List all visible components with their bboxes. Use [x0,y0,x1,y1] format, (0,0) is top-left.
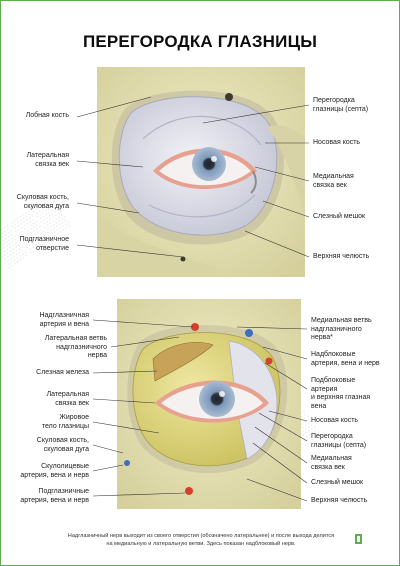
publisher-logo [355,534,362,544]
label-zygomaticofacial-vessels: Скулолицевые артерия, вена и нерв [20,463,89,479]
label-lateral-supraorbital-branch: Латеральная ветвь надглазничного нерва [44,335,107,359]
label-orbital-fat: Жировое тело глазницы [41,414,89,430]
infraorbital-foramen [180,256,186,262]
nasal-bone [267,125,305,217]
lacrimal-gland [152,342,214,382]
label-lateral-palpebral-ligament: Латеральная связка век [26,152,69,168]
supratrochlear-vessels [245,329,253,337]
zygoma [97,217,217,277]
footer-note: Надглазничный нерв выходит из своего отв… [67,533,335,547]
label-lacrimal-sac: Слезный мешок [313,213,366,220]
label-infraorbital-vessels: Подглазничные артерия, вена и нерв [20,488,89,504]
label-infratrochlear-vessels: Подблоковые артерия и верхняя глазная ве… [311,377,371,410]
iris [199,381,235,417]
label-lacrimal-gland: Слезная железа [36,369,89,376]
lower-fold [148,194,256,218]
bottom-illustration [117,299,301,509]
infratrochlear-vessels [265,357,273,365]
label-medial-palpebral-ligament: Медиальная связка век [313,173,354,189]
label-lateral-palpebral-ligament-2: Латеральная связка век [46,391,89,407]
infraorbital-vessels [185,487,193,495]
label-zygomatic-bone: Скуловая кость, скуловая дуга [16,194,69,210]
lacrimal-sac [250,170,257,194]
pupil-highlight [211,156,217,162]
zygomaticofacial-vessels [124,460,130,466]
supraorbital-vessels [191,323,199,331]
label-orbital-septum-2: Перегородка глазницы (септа) [311,433,367,449]
top-illustration [97,67,305,277]
label-maxilla-2: Верхняя челюсть [311,497,368,504]
label-orbital-septum: Перегородка глазницы (септа) [313,97,369,113]
label-infraorbital-foramen: Подглазничное отверстие [19,236,69,252]
label-supratrochlear-vessels: Надблоковые артерия, вена и нерв [311,351,380,367]
label-medial-supraorbital-branch: Медиальная ветвь надглазничного нерва* [311,317,372,341]
label-nasal-bone: Носовая кость [313,139,361,146]
label-lacrimal-sac-2: Слезный мешок [311,479,364,486]
label-nasal-bone-2: Носовая кость [311,417,359,424]
label-frontal-bone: Лобная кость [25,112,69,119]
label-zygomatic-bone-2: Скуловая кость, скуловая дуга [36,437,89,453]
page-title: ПЕРЕГОРОДКА ГЛАЗНИЦЫ [82,32,318,51]
label-maxilla: Верхняя челюсть [313,253,370,260]
label-supraorbital-vessels: Надглазничная артерия и вена [39,312,89,328]
label-medial-palpebral-ligament-2: Медиальная связка век [311,455,352,471]
pupil-highlight [219,391,225,397]
iris [192,147,226,181]
supraorbital-notch [225,93,233,101]
